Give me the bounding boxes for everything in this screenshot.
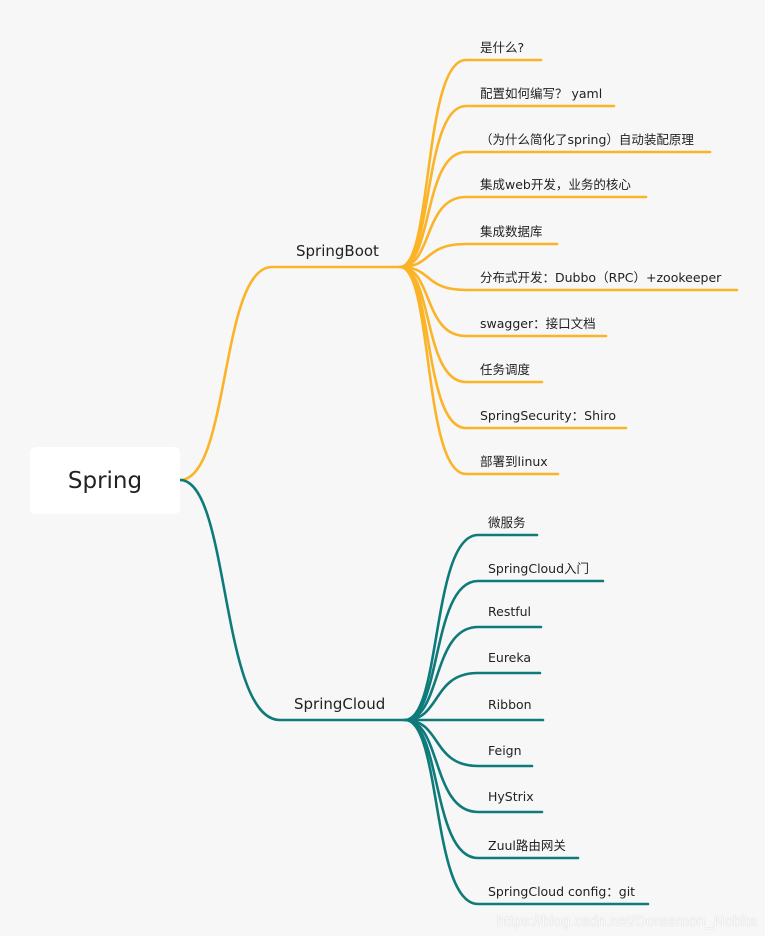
leaf-connector	[403, 533, 539, 722]
leaf-connector	[398, 195, 648, 269]
leaf-node[interactable]: HyStrix	[488, 789, 534, 804]
leaf-node[interactable]: 分布式开发：Dubbo（RPC）+zookeeper	[480, 270, 722, 285]
leaf-connector	[403, 718, 650, 906]
leaf-node[interactable]: 是什么?	[480, 40, 525, 55]
leaf-node[interactable]: Eureka	[488, 650, 532, 665]
leaf-node[interactable]: Ribbon	[488, 697, 532, 712]
root-connector	[178, 478, 407, 722]
branch-node[interactable]: SpringCloud	[294, 695, 386, 713]
leaf-node[interactable]: SpringSecurity：Shiro	[480, 408, 617, 423]
leaf-connector	[403, 671, 542, 722]
leaf-node[interactable]: 微服务	[488, 515, 526, 530]
leaf-node[interactable]: 部署到linux	[480, 454, 548, 469]
watermark: https://blog.csdn.net/Doraemon_Nobita	[496, 913, 757, 930]
leaf-node[interactable]: swagger：接口文档	[480, 316, 596, 331]
leaf-connector	[398, 104, 616, 269]
leaf-connector	[398, 265, 560, 476]
leaf-connector	[398, 150, 712, 269]
leaf-node[interactable]: 任务调度	[480, 362, 531, 377]
leaf-connector	[398, 242, 559, 269]
leaf-node[interactable]: 配置如何编写？ yaml	[480, 86, 603, 101]
branch-node[interactable]: SpringBoot	[296, 242, 379, 260]
leaf-connector	[403, 718, 534, 768]
leaf-connector	[403, 718, 544, 814]
root-connector	[178, 265, 402, 482]
leaf-node[interactable]: （为什么简化了spring）自动装配原理	[480, 132, 694, 147]
leaf-node[interactable]: Feign	[488, 743, 522, 758]
leaf-connector	[398, 265, 739, 292]
leaf-connector	[403, 625, 543, 722]
root-label: Spring	[67, 467, 143, 494]
leaf-node[interactable]: 集成数据库	[480, 224, 543, 239]
leaf-connector	[403, 718, 580, 860]
leaf-node[interactable]: SpringCloud入门	[488, 561, 590, 576]
leaf-connector	[403, 579, 605, 722]
leaf-node[interactable]: 集成web开发，业务的核心	[480, 177, 631, 192]
root-node[interactable]: Spring	[30, 447, 180, 514]
leaf-connector	[398, 58, 543, 269]
leaf-node[interactable]: Restful	[488, 604, 532, 619]
leaf-node[interactable]: Zuul路由网关	[488, 838, 566, 853]
leaf-node[interactable]: SpringCloud config：git	[488, 884, 636, 899]
